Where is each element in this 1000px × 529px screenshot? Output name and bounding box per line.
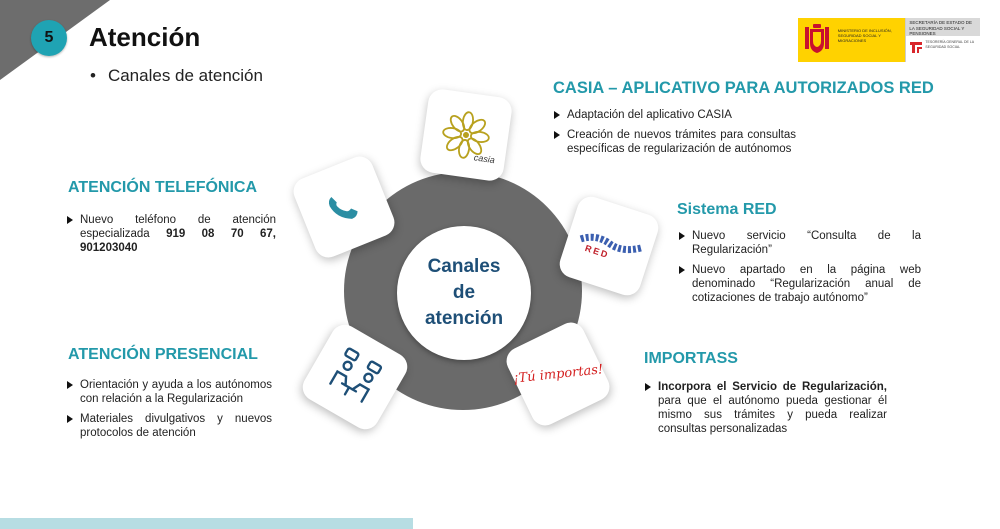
- coat-of-arms-icon: [798, 18, 836, 62]
- slide-subtitle: Canales de atención: [90, 66, 263, 86]
- casia-list: Adaptación del aplicativo CASIA Creación…: [553, 108, 796, 162]
- casia-heading: CASIA – APLICATIVO PARA AUTORIZADOS RED: [553, 79, 934, 97]
- red-card: RED: [556, 193, 662, 299]
- casia-item: Creación de nuevos trámites para consult…: [553, 128, 796, 156]
- presencial-list: Orientación y ayuda a los autónomos con …: [66, 378, 272, 446]
- slide-title: Atención: [89, 22, 201, 52]
- casia-card: casia: [418, 87, 514, 183]
- red-item: Nuevo servicio “Consulta de la Regulariz…: [678, 229, 921, 257]
- presencial-item: Materiales divulgativos y nuevos protoco…: [66, 412, 272, 440]
- channels-hub: Canales de atención: [397, 226, 531, 360]
- presencial-heading: ATENCIÓN PRESENCIAL: [68, 346, 258, 363]
- red-heading: Sistema RED: [677, 201, 777, 218]
- secretaria-block: SECRETARÍA DE ESTADO DE LA SEGURIDAD SOC…: [905, 18, 980, 62]
- presencial-card: [297, 319, 413, 435]
- importass-item-text: para que el autónomo pueda gestionar él …: [658, 395, 887, 435]
- ministry-name: MINISTERIO DE INCLUSIÓN, SEGURIDAD SOCIA…: [835, 18, 906, 62]
- importass-item-bold: Incorpora el Servicio de Regularización,: [658, 381, 887, 393]
- red-logo-icon: [579, 233, 642, 254]
- telefonica-item: Nuevo teléfono de atención especializada…: [66, 213, 276, 255]
- phone-card: [289, 152, 399, 262]
- government-logo: MINISTERIO DE INCLUSIÓN, SEGURIDAD SOCIA…: [798, 18, 980, 62]
- hub-label: Canales de atención: [409, 254, 519, 332]
- footer-bar: [0, 518, 413, 529]
- hub-line-3: atención: [424, 308, 504, 329]
- importass-item: Incorpora el Servicio de Regularización,…: [644, 380, 887, 436]
- casia-item: Adaptación del aplicativo CASIA: [553, 108, 796, 122]
- red-list: Nuevo servicio “Consulta de la Regulariz…: [678, 229, 921, 311]
- presencial-item: Orientación y ayuda a los autónomos con …: [66, 378, 272, 406]
- importass-heading: IMPORTASS: [644, 350, 738, 367]
- importas-card-label: ¡Tú importas!: [512, 361, 604, 387]
- hub-line-1: Canales: [427, 256, 501, 277]
- red-item: Nuevo apartado en la página web denomina…: [678, 263, 921, 305]
- casia-logo-icon: [442, 111, 490, 159]
- telefonica-heading: ATENCIÓN TELEFÓNICA: [68, 179, 258, 196]
- telefonica-item-text: Nuevo teléfono de atención especializada: [80, 214, 276, 240]
- slide-number-badge: 5: [31, 20, 67, 56]
- hub-line-2: de: [452, 282, 476, 303]
- secretaria-name: SECRETARÍA DE ESTADO DE LA SEGURIDAD SOC…: [906, 18, 980, 36]
- meeting-icon: [329, 347, 383, 403]
- telefonica-list: Nuevo teléfono de atención especializada…: [66, 213, 276, 261]
- tesoreria-block: TESORERÍA GENERAL DE LA SEGURIDAD SOCIAL: [909, 40, 975, 54]
- phone-icon: [328, 197, 358, 219]
- importass-list: Incorpora el Servicio de Regularización,…: [644, 380, 887, 442]
- tesoreria-name: TESORERÍA GENERAL DE LA SEGURIDAD SOCIAL: [925, 40, 974, 49]
- tgss-mark-icon: [910, 42, 923, 53]
- telefonica-phone-numbers: 919 08 70 67, 901203040: [80, 228, 276, 254]
